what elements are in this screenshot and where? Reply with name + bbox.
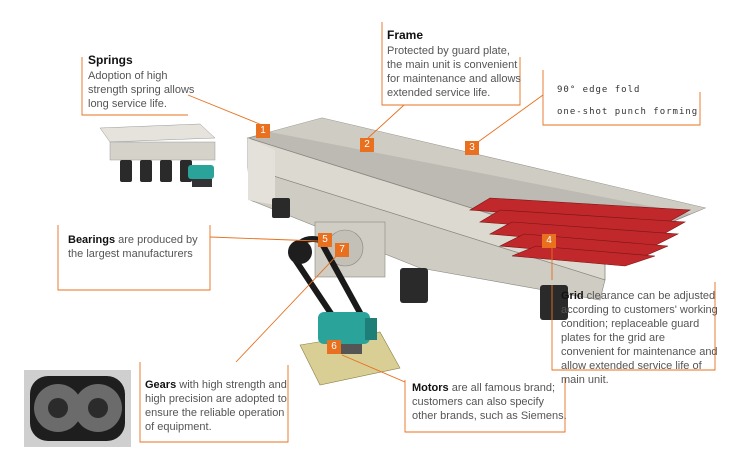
gears-callout: Gears with high strength and high precis…	[145, 378, 290, 434]
grid-description: clearance can be adjusted according to c…	[561, 290, 718, 386]
gears-description: with high strength and high precision ar…	[145, 379, 287, 433]
springs-description: Adoption of high strength spring allows …	[88, 70, 195, 110]
motors-description: are all famous brand; customers can also…	[412, 382, 567, 422]
edge-fold-line2: one-shot punch forming	[557, 107, 699, 117]
badge-7: 7	[335, 243, 349, 257]
edge-fold-line1: 90° edge fold	[557, 85, 641, 95]
gears-inset-image	[24, 370, 131, 447]
grid-title: Grid	[561, 290, 584, 302]
badge-5: 5	[318, 233, 332, 247]
springs-title: Springs	[88, 53, 133, 67]
springs-callout: Springs Adoption of high strength spring…	[88, 53, 198, 111]
badge-6: 6	[327, 340, 341, 354]
springs-inset-image	[93, 118, 223, 198]
frame-title: Frame	[387, 28, 424, 42]
motors-callout: Motors are all famous brand; customers c…	[412, 381, 567, 423]
grid-callout: Grid clearance can be adjusted according…	[561, 289, 721, 387]
gears-title: Gears	[145, 379, 177, 391]
motors-title: Motors	[412, 382, 449, 394]
bearings-description: are produced by the largest manufacturer…	[68, 234, 198, 260]
frame-callout: Frame Protected by guard plate, the main…	[387, 28, 522, 100]
edge-fold-callout: 90° edge fold one-shot punch forming	[557, 79, 707, 123]
badge-4: 4	[542, 234, 556, 248]
frame-description: Protected by guard plate, the main unit …	[387, 45, 521, 99]
bearings-callout: Bearings are produced by the largest man…	[68, 233, 213, 261]
bearings-title: Bearings	[68, 234, 116, 246]
badge-2: 2	[360, 138, 374, 152]
badge-3: 3	[465, 141, 479, 155]
leader-lines	[57, 22, 716, 443]
badge-1: 1	[256, 124, 270, 138]
